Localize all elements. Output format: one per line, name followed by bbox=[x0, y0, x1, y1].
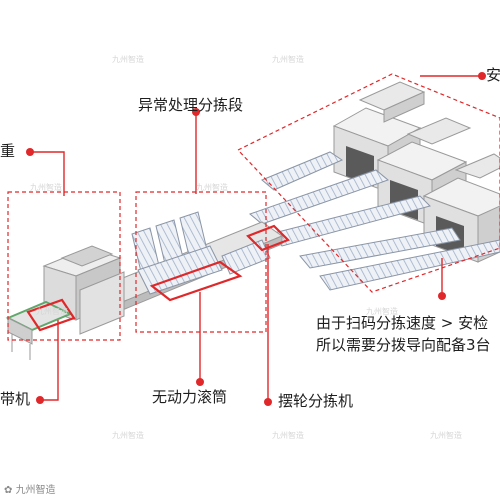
watermark: 九州智造 bbox=[272, 55, 304, 64]
label-security: 安 bbox=[486, 66, 500, 84]
swing-wheel-highlight bbox=[246, 224, 290, 252]
machinery bbox=[5, 81, 500, 360]
leader-weigh bbox=[30, 151, 65, 196]
watermark: 九州智造 bbox=[112, 55, 144, 64]
label-unpowered-roller: 无动力滚筒 bbox=[152, 388, 228, 406]
belt-conveyor bbox=[5, 300, 73, 360]
brand-text: 九州智造 bbox=[15, 485, 56, 496]
leader-belt bbox=[40, 320, 59, 401]
red-highlights bbox=[7, 73, 500, 402]
watermark: 九州智造 bbox=[430, 431, 462, 440]
label-weigh: 重 bbox=[0, 142, 16, 160]
label-belt-machine: 带机 bbox=[0, 390, 31, 408]
watermark: 九州智造 bbox=[36, 307, 68, 316]
belt-highlight bbox=[26, 298, 76, 332]
anomaly-region-box bbox=[135, 191, 267, 333]
watermark: 九州智造 bbox=[112, 431, 144, 440]
security-region-box bbox=[237, 73, 500, 293]
unpowered-roller-highlight bbox=[149, 260, 243, 302]
watermark: 九州智造 bbox=[196, 183, 228, 192]
label-anomaly-section: 异常处理分拣段 bbox=[138, 96, 244, 114]
watermark: 九州智造 bbox=[272, 431, 304, 440]
watermark: 九州智造 bbox=[30, 183, 62, 192]
note-line-1: 由于扫码分拣速度 > 安检 bbox=[316, 314, 489, 332]
brand-watermark: ✿ 九州智造 bbox=[4, 481, 56, 496]
brand-icon: ✿ bbox=[4, 485, 16, 496]
note-line-2: 所以需要分拨导向配备3台 bbox=[316, 336, 491, 354]
label-swing-wheel-sorter: 摆轮分拣机 bbox=[278, 392, 354, 410]
weighing-machine bbox=[42, 245, 125, 335]
watermark: 九州智造 bbox=[366, 307, 398, 316]
leader-dots bbox=[26, 72, 486, 406]
